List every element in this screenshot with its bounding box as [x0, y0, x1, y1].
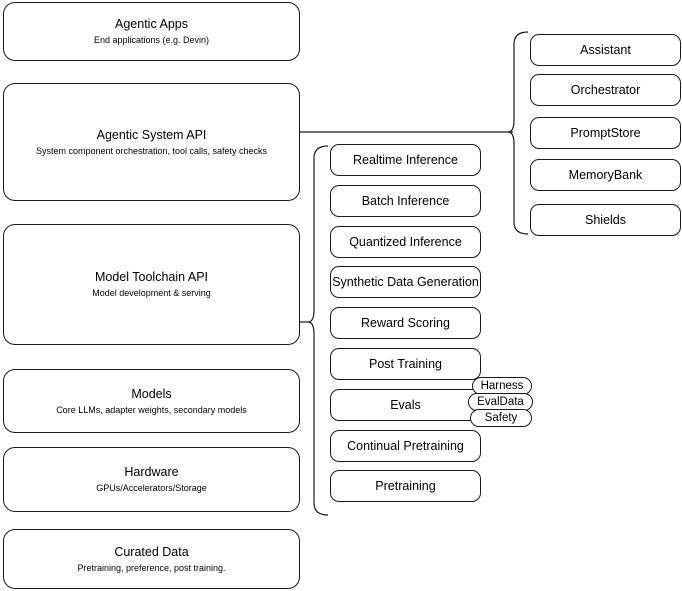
- toolchain-item-label: Reward Scoring: [361, 315, 450, 330]
- system-item-label: Assistant: [580, 42, 631, 57]
- system-item-orchestrator[interactable]: Orchestrator: [530, 74, 681, 106]
- layer-title: Agentic System API: [96, 127, 207, 142]
- eval-badge-safety[interactable]: Safety: [470, 409, 532, 427]
- layer-subtitle: Pretraining, preference, post training.: [77, 562, 226, 573]
- layer-title: Hardware: [124, 465, 179, 479]
- toolchain-item-label: Realtime Inference: [353, 152, 458, 167]
- layer-subtitle: GPUs/Accelerators/Storage: [96, 483, 207, 493]
- layer-subtitle: End applications (e.g. Devin): [93, 35, 210, 45]
- toolchain-item-batch-inference[interactable]: Batch Inference: [330, 185, 481, 217]
- toolchain-item-label: Batch Inference: [361, 193, 450, 208]
- layer-title: Curated Data: [114, 544, 189, 559]
- toolchain-item-label: Pretraining: [375, 478, 436, 493]
- toolchain-item-pretraining[interactable]: Pretraining: [330, 470, 481, 502]
- toolchain-item-label: Evals: [390, 397, 421, 412]
- toolchain-item-label: Post Training: [369, 356, 442, 371]
- layer-curated-data[interactable]: Curated Data Pretraining, preference, po…: [3, 529, 300, 589]
- eval-badge-label: Harness: [480, 379, 524, 392]
- layer-title: Agentic Apps: [115, 17, 188, 31]
- layer-subtitle: System component orchestration, tool cal…: [35, 145, 268, 156]
- layer-title: Model Toolchain API: [94, 270, 209, 284]
- layer-models[interactable]: Models Core LLMs, adapter weights, secon…: [3, 369, 300, 433]
- layer-subtitle: Model development & serving: [92, 288, 211, 298]
- system-item-label: Orchestrator: [570, 82, 641, 97]
- toolchain-item-quantized-inference[interactable]: Quantized Inference: [330, 226, 481, 258]
- toolchain-item-reward-scoring[interactable]: Reward Scoring: [330, 307, 481, 339]
- layer-agentic-system-api[interactable]: Agentic System API System component orch…: [3, 83, 300, 201]
- layer-agentic-apps[interactable]: Agentic Apps End applications (e.g. Devi…: [3, 2, 300, 61]
- eval-badge-label: EvalData: [477, 395, 524, 408]
- eval-badge-label: Safety: [484, 411, 518, 424]
- toolchain-item-label: Continual Pretraining: [347, 438, 464, 453]
- system-item-label: Shields: [585, 212, 626, 227]
- brace-system-components: [507, 31, 529, 235]
- toolchain-item-post-training[interactable]: Post Training: [330, 348, 481, 380]
- layer-subtitle: Core LLMs, adapter weights, secondary mo…: [56, 404, 247, 415]
- system-item-promptstore[interactable]: PromptStore: [530, 117, 681, 149]
- layer-model-toolchain-api[interactable]: Model Toolchain API Model development & …: [3, 224, 300, 345]
- toolchain-item-synthetic-data-generation[interactable]: Synthetic Data Generation: [330, 266, 481, 298]
- toolchain-item-label: Quantized Inference: [349, 234, 462, 249]
- layer-hardware[interactable]: Hardware GPUs/Accelerators/Storage: [3, 447, 300, 512]
- system-item-label: PromptStore: [570, 125, 641, 140]
- system-item-memorybank[interactable]: MemoryBank: [530, 159, 681, 191]
- brace-toolchain-components: [307, 145, 329, 516]
- system-item-shields[interactable]: Shields: [530, 204, 681, 236]
- system-item-label: MemoryBank: [568, 167, 643, 182]
- toolchain-item-realtime-inference[interactable]: Realtime Inference: [330, 144, 481, 176]
- layer-title: Models: [131, 386, 172, 401]
- toolchain-item-continual-pretraining[interactable]: Continual Pretraining: [330, 430, 481, 462]
- system-item-assistant[interactable]: Assistant: [530, 34, 681, 66]
- toolchain-item-evals[interactable]: Evals: [330, 389, 481, 421]
- toolchain-item-label: Synthetic Data Generation: [332, 274, 479, 289]
